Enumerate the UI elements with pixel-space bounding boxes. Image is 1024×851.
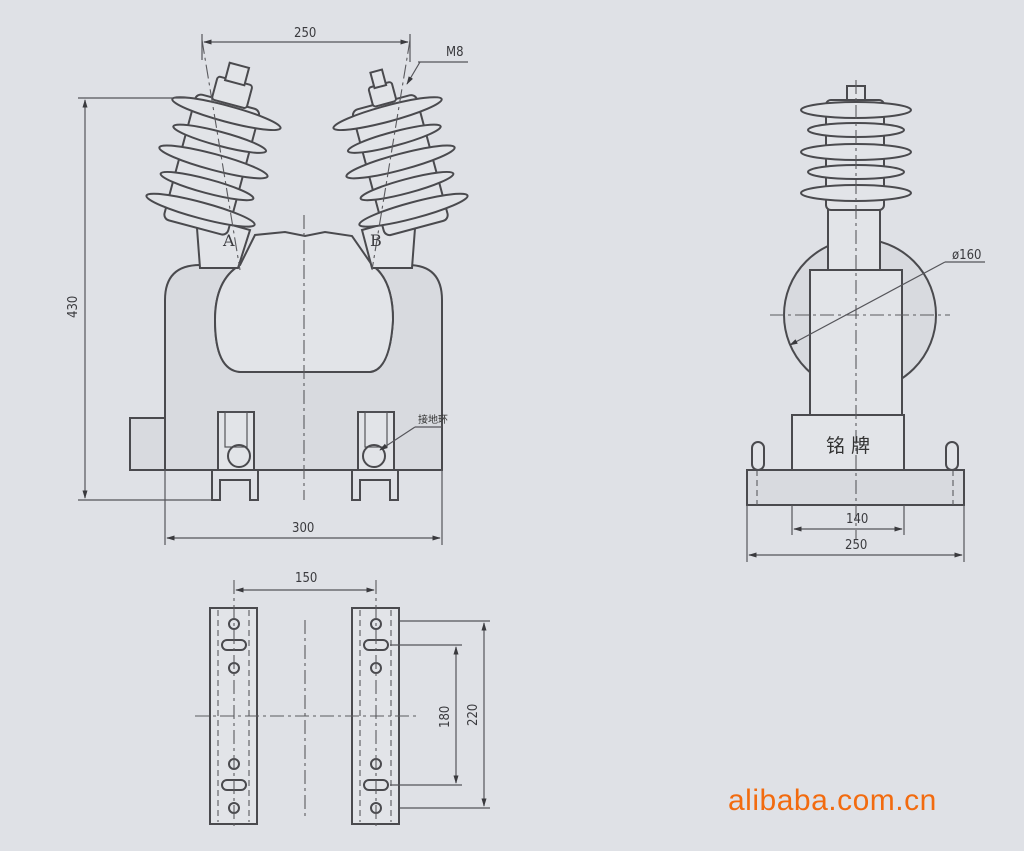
dim-width-base: 300 [292, 521, 314, 536]
front-side-box [129, 417, 166, 471]
insulator-b-sheds [332, 68, 469, 237]
terminal-b-label: B [370, 231, 382, 250]
dim-inner-side: 140 [846, 512, 868, 527]
nameplate-label: 铭 牌 [826, 435, 870, 457]
dim-outer-slot: 220 [466, 704, 481, 726]
dim-width-top: 250 [294, 26, 316, 41]
dim-rail-spacing: 150 [295, 571, 317, 586]
terminal-thread-label: M8 [446, 45, 464, 60]
insulator-a-sheds [145, 61, 282, 236]
bottom-view: 150 180 220 [195, 571, 490, 830]
side-view: 铭 牌 ø160 140 250 [746, 80, 985, 562]
side-lug-right [945, 441, 959, 471]
side-lug-left [751, 441, 765, 471]
dim-height: 430 [66, 296, 81, 318]
side-pedestal [791, 414, 905, 471]
dim-inner-slot: 180 [438, 706, 453, 728]
terminal-a-label: A [222, 231, 235, 250]
watermark-label: alibaba.com.cn [728, 784, 937, 817]
mounting-foot-left [211, 411, 259, 501]
dim-diameter: ø160 [952, 248, 981, 263]
dim-base-side: 250 [845, 538, 867, 553]
mounting-foot-right [351, 411, 399, 501]
ground-ring-label: 接地环 [418, 413, 448, 426]
front-view: 250 M8 430 300 A B 接地环 [66, 26, 469, 545]
